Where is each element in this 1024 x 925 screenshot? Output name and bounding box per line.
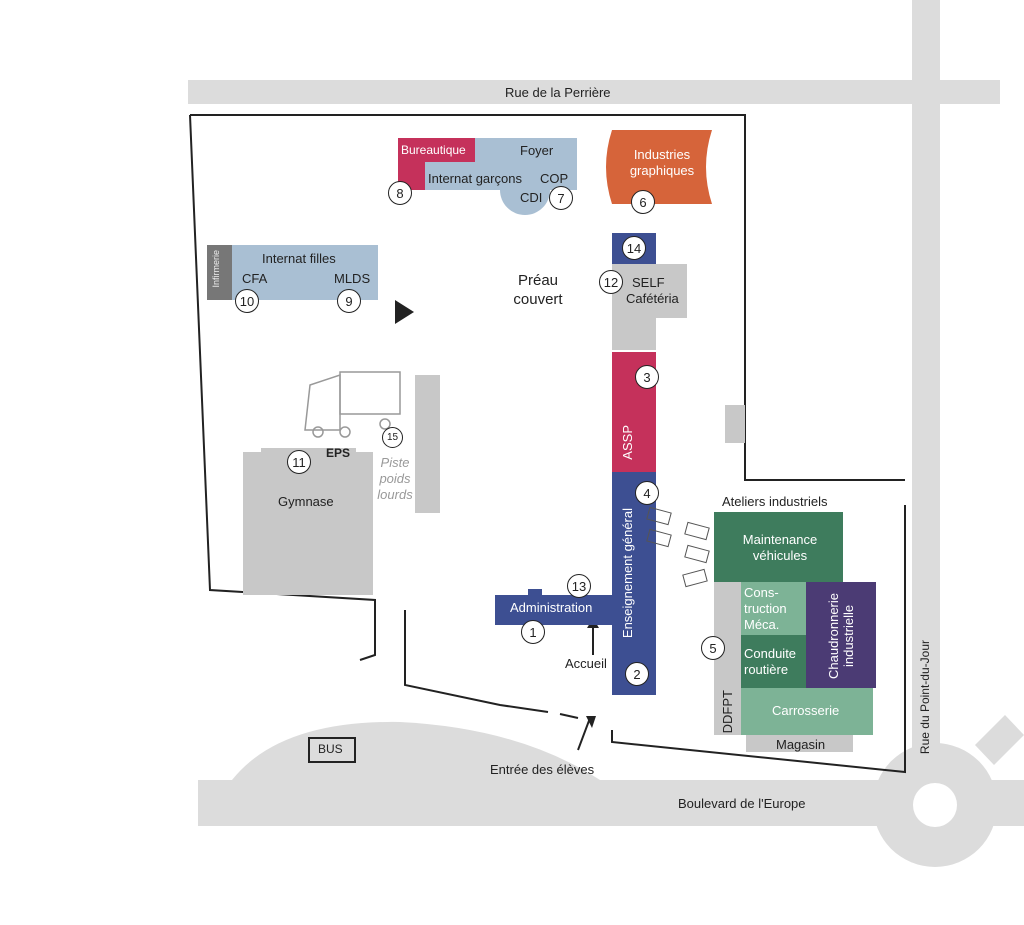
bus-area bbox=[232, 721, 600, 780]
road-rue-de-la-perriere: Rue de la Perrière bbox=[505, 85, 611, 100]
magasin-label: Magasin bbox=[776, 737, 826, 752]
marker-5[interactable]: 5 bbox=[701, 636, 725, 660]
assp-label: ASSP bbox=[620, 425, 635, 460]
road-north bbox=[188, 80, 1000, 104]
road-boulevard-europe: Boulevard de l'Europe bbox=[678, 796, 806, 811]
piste-poids-lourds-label: Piste poids lourds bbox=[377, 455, 413, 502]
accueil-label: Accueil bbox=[565, 656, 607, 671]
cfa-label: CFA bbox=[242, 271, 268, 286]
marker-8[interactable]: 8 bbox=[388, 181, 412, 205]
internat-garcons-label: Internat garçons bbox=[428, 171, 522, 186]
marker-4[interactable]: 4 bbox=[635, 481, 659, 505]
industries-graphiques-label: Industries graphiques bbox=[629, 147, 695, 178]
foyer-label: Foyer bbox=[520, 143, 554, 158]
ateliers-industriels-label: Ateliers industriels bbox=[722, 494, 828, 509]
marker-2[interactable]: 2 bbox=[625, 662, 649, 686]
marker-7[interactable]: 7 bbox=[549, 186, 573, 210]
administration-label: Administration bbox=[510, 600, 593, 615]
bureautique-label: Bureautique bbox=[401, 143, 466, 157]
cdi-label: CDI bbox=[520, 190, 543, 205]
eps-label: EPS bbox=[326, 446, 351, 460]
marker-14[interactable]: 14 bbox=[622, 236, 646, 260]
truck-icon bbox=[304, 371, 401, 438]
marker-3[interactable]: 3 bbox=[635, 365, 659, 389]
bus-label: BUS bbox=[318, 742, 343, 756]
marker-15[interactable]: 15 bbox=[382, 427, 403, 448]
chaudronnerie-label: Chaudronnerie industrielle bbox=[826, 593, 856, 680]
carrosserie-label: Carrosserie bbox=[772, 703, 840, 718]
enseignement-general-label: Enseignement général bbox=[620, 508, 635, 639]
marker-10[interactable]: 10 bbox=[235, 289, 259, 313]
ddfpt-label: DDFPT bbox=[720, 690, 735, 734]
gymnase-label: Gymnase bbox=[278, 494, 334, 509]
self-label: SELF bbox=[632, 275, 665, 290]
infirmerie-label: Infirmerie bbox=[211, 250, 221, 288]
maintenance-vehicules-label: Maintenance véhicules bbox=[742, 532, 818, 563]
mlds-label: MLDS bbox=[334, 271, 371, 286]
cafeteria-label: Cafétéria bbox=[626, 291, 679, 306]
construction-meca-label: Cons-truction Méca. bbox=[744, 585, 787, 632]
road-rue-du-point-du-jour: Rue du Point-du-Jour bbox=[918, 640, 932, 755]
marker-13[interactable]: 13 bbox=[567, 574, 591, 598]
road-east bbox=[912, 0, 940, 800]
preau-arrow bbox=[395, 300, 414, 324]
marker-11[interactable]: 11 bbox=[287, 450, 311, 474]
marker-6[interactable]: 6 bbox=[631, 190, 655, 214]
marker-12[interactable]: 12 bbox=[599, 270, 623, 294]
marker-1[interactable]: 1 bbox=[521, 620, 545, 644]
internat-filles-label: Internat filles bbox=[262, 251, 336, 266]
marker-9[interactable]: 9 bbox=[337, 289, 361, 313]
preau-label: Préau couvert bbox=[513, 272, 563, 308]
entree-eleves-label: Entrée des élèves bbox=[490, 762, 595, 777]
conduite-routiere-label: Conduite routière bbox=[744, 646, 797, 677]
cop-label: COP bbox=[540, 171, 569, 186]
